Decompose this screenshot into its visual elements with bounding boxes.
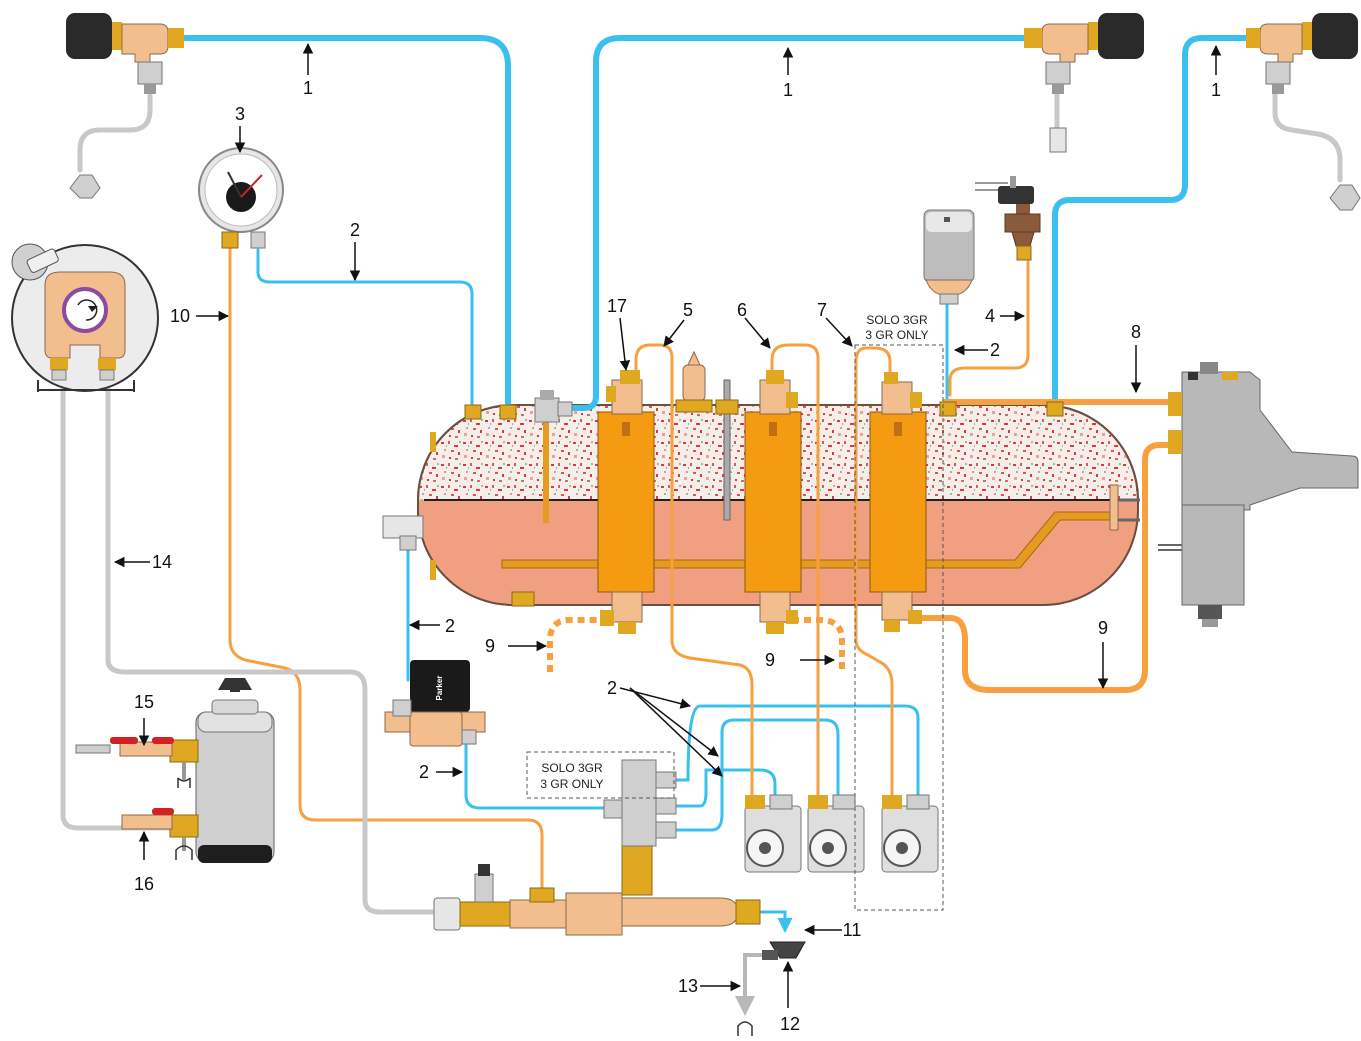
cold-water-lines-2: [256, 248, 949, 933]
label-15: 15: [134, 692, 154, 712]
hot-water-mixer: [1158, 362, 1359, 627]
pressure-switch: [975, 176, 1041, 261]
label-6: 6: [737, 300, 747, 320]
note-solo-top-1: SOLO 3GR: [866, 313, 928, 327]
label-4: 4: [985, 306, 995, 326]
label-7: 7: [817, 300, 827, 320]
label-14: 14: [152, 552, 172, 572]
dashed-lines-9: [547, 617, 845, 672]
cold-water-lines-1: [182, 35, 1251, 415]
water-pump: [11, 243, 159, 392]
label-16: 16: [134, 874, 154, 894]
tap-left: [66, 13, 184, 199]
solo-3gr-region: [854, 344, 944, 911]
label-9-middle: 9: [765, 650, 775, 670]
flow-meter-1: [744, 794, 802, 873]
note-solo-bottom-1: SOLO 3GR: [541, 761, 603, 775]
label-5: 5: [683, 300, 693, 320]
label-2-solenoid: 2: [445, 616, 455, 636]
label-1-right: 1: [1211, 80, 1221, 100]
label-10: 10: [170, 306, 190, 326]
label-11: 11: [843, 920, 862, 940]
solenoid-brand: Parker: [435, 676, 444, 701]
inlet-solenoid-valve: Parker: [382, 515, 486, 747]
label-8: 8: [1131, 322, 1141, 342]
note-solo-top-2: 3 GR ONLY: [865, 328, 928, 342]
expansion-vessel: [923, 209, 975, 305]
label-3: 3: [235, 104, 245, 124]
label-2-vessel: 2: [990, 340, 1000, 360]
drain-lines: [60, 89, 1343, 915]
label-9-left: 9: [485, 636, 495, 656]
flow-meter-3: [881, 794, 939, 873]
drain-funnel: [737, 941, 806, 1036]
tap-right: [1246, 13, 1361, 211]
label-17: 17: [607, 296, 627, 316]
tap-middle: [1024, 13, 1144, 153]
note-solo-bottom-2: 3 GR ONLY: [540, 777, 603, 791]
group-head-3: [869, 372, 927, 632]
label-2-manifold: 2: [607, 678, 617, 698]
label-2-gauge: 2: [350, 220, 360, 240]
water-softener: [75, 678, 275, 863]
label-12: 12: [780, 1014, 800, 1034]
flow-meter-2: [807, 794, 865, 873]
group-head-1: [597, 370, 655, 634]
drain-outlet-13: [735, 953, 770, 1016]
label-13: 13: [678, 976, 698, 996]
inlet-manifold: [433, 759, 761, 936]
hot-water-lines: [228, 246, 1030, 892]
pressure-gauge: [198, 147, 284, 249]
callout-arrows: [113, 42, 1222, 1008]
boiler-top-fittings: [464, 350, 1064, 521]
label-1-middle: 1: [783, 80, 793, 100]
solo-3gr-box-bottom: [526, 751, 675, 799]
label-9-right: 9: [1098, 618, 1108, 638]
label-1-left: 1: [303, 78, 313, 98]
label-2-bottom: 2: [419, 762, 429, 782]
group-head-2: [744, 370, 802, 634]
